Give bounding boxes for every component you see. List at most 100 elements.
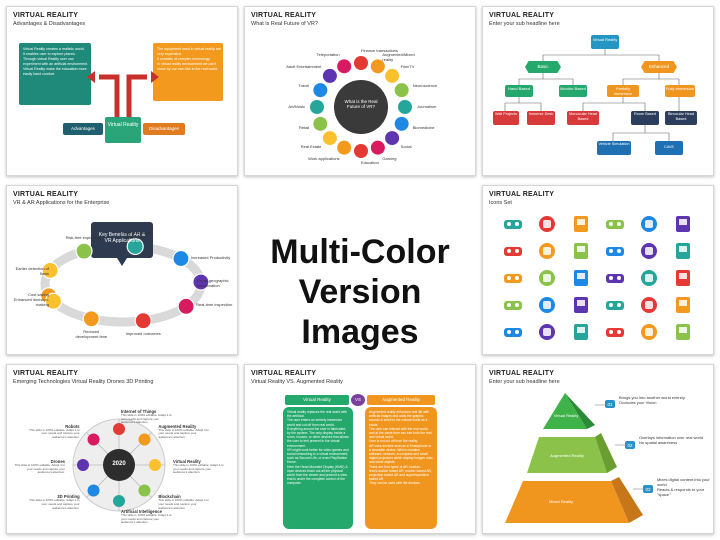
tree-monitor <box>559 85 587 97</box>
future-item-icon <box>370 59 385 74</box>
vr-icon <box>605 295 625 315</box>
vr-icon <box>503 322 523 342</box>
slide-enterprise[interactable]: VIRTUAL REALITY VR & AR Applications for… <box>6 185 238 355</box>
slide-subtitle: Enter your sub headline here <box>489 379 560 385</box>
future-item-icon <box>337 59 352 74</box>
future-item-label: Art/Music <box>288 104 305 109</box>
enterprise-item-icon <box>172 249 190 268</box>
future-item-icon <box>322 68 337 83</box>
vr-icon <box>673 268 693 288</box>
vr-icon <box>571 241 591 261</box>
future-item-label: Augmented/Mixed reality <box>382 52 415 63</box>
tree-room <box>631 111 659 125</box>
ar-column <box>365 407 437 529</box>
emerging-item-filler: This slide is 100% editable. Adapt it to… <box>173 463 224 475</box>
slide-subtitle: Enter your sub headline here <box>489 21 560 27</box>
disadvantages-label: Disadvantages <box>149 126 179 131</box>
vr-icon <box>673 241 693 261</box>
pyramid-mid-label: Augmented Reality <box>550 453 584 458</box>
emerging-item-filler: This slide is 100% editable. Adapt it to… <box>121 513 172 525</box>
tree-enhanced-label: Enhanced <box>648 64 670 69</box>
vr-icon <box>673 322 693 342</box>
future-item-label: Biomedicine <box>412 125 435 131</box>
emerging-item-label: 3D Printing <box>57 494 80 500</box>
vr-icon <box>537 214 557 234</box>
slide-title: VIRTUAL REALITY <box>13 370 79 377</box>
future-item-icon <box>322 131 337 146</box>
future-item-label: Work applications <box>308 155 340 161</box>
slide-subtitle: Icons Set <box>489 200 512 206</box>
tree-basic <box>525 61 561 73</box>
center-line-1: Multi-Color <box>270 233 450 271</box>
tree-monocular-label: Monocular Head Based <box>569 112 597 121</box>
tree-monitor-label: Monitor Based <box>560 86 586 91</box>
tree-binocular-label: Binocular Head Based <box>668 112 694 121</box>
slide-vr-tree[interactable]: VIRTUAL REALITY Enter your sub headline … <box>482 6 714 176</box>
center-line-2: Version Images <box>298 273 422 351</box>
vr-icon <box>571 214 591 234</box>
disadvantages-note <box>153 43 223 101</box>
future-item-icon <box>310 100 324 114</box>
enterprise-item-label: Earlier detection of flaws <box>15 266 49 277</box>
future-item-icon <box>337 140 352 155</box>
tree-vehicle <box>597 141 631 155</box>
vr-icon <box>639 295 659 315</box>
tree-partial <box>607 85 639 97</box>
slide-title: VIRTUAL REALITY <box>251 370 317 377</box>
tree-root <box>591 35 619 49</box>
vr-icon <box>537 322 557 342</box>
vr-icon <box>673 214 693 234</box>
vr-icon <box>639 241 659 261</box>
slide-title: VIRTUAL REALITY <box>251 12 317 19</box>
enterprise-item-label: Streamlined work processes <box>119 230 151 241</box>
future-item-icon <box>354 56 368 70</box>
tree-binocular <box>665 111 697 125</box>
future-item-icon <box>394 83 409 98</box>
tree-root-label: Virtual Reality <box>592 37 618 42</box>
slide-advantages[interactable]: VIRTUAL REALITY Advantages & Disadvantag… <box>6 6 238 176</box>
pyramid <box>505 393 643 523</box>
enterprise-ring <box>40 222 210 330</box>
advantages-label: Advantages <box>71 126 95 131</box>
slide-icons-set[interactable]: VIRTUAL REALITY Icons Set <box>482 185 714 355</box>
vr-icon <box>605 268 625 288</box>
tree-desk <box>527 111 555 125</box>
slide-vr-vs-ar[interactable]: VIRTUAL REALITY Virtual Reality VS. Augm… <box>244 364 476 534</box>
vr-icon <box>537 241 557 261</box>
vr-icon <box>571 295 591 315</box>
future-item-icon <box>394 116 409 131</box>
future-item-label: Adult Entertainment <box>286 64 322 70</box>
slide-subtitle: What is Real Future of VR? <box>251 21 318 27</box>
future-item-label: Retail <box>299 125 310 131</box>
future-item-label: Teleportation <box>316 52 340 58</box>
vr-icon <box>605 241 625 261</box>
vs-label: VS <box>354 397 361 402</box>
pyramid-number-1 <box>605 400 615 408</box>
slide-emerging-tech[interactable]: VIRTUAL REALITY Emerging Technologies Vi… <box>6 364 238 534</box>
emerging-item-filler: This slide is 100% editable. Adapt it to… <box>158 427 209 439</box>
tree-room-label: Room Based <box>634 112 656 116</box>
future-item-label: Gaming <box>382 155 397 161</box>
enterprise-item-label: Improved outcomes <box>125 330 161 336</box>
slide-future-vr[interactable]: VIRTUAL REALITY What is Real Future of V… <box>244 6 476 176</box>
vr-icon <box>639 214 659 234</box>
enterprise-item-label: Enhanced decision-making <box>13 297 49 308</box>
vr-column <box>283 407 353 529</box>
vs-badge <box>351 394 365 406</box>
enterprise-item-icon <box>75 242 93 260</box>
enterprise-item-label: Real-time inspection <box>196 302 233 308</box>
future-item-icon <box>313 83 328 98</box>
vr-center-box <box>105 117 141 143</box>
enterprise-item-label: Reduced development time <box>75 328 108 339</box>
tree-hand-label: Hand Based <box>507 86 530 91</box>
slide-title: VIRTUAL REALITY <box>13 12 79 19</box>
tree-cave <box>655 141 683 155</box>
slide-pyramid[interactable]: VIRTUAL REALITY Enter your sub headline … <box>482 364 714 534</box>
future-item-icon <box>370 140 385 155</box>
vr-icon <box>503 268 523 288</box>
future-center-label: What is the Real Future of VR? <box>344 99 378 109</box>
vr-icon <box>605 214 625 234</box>
